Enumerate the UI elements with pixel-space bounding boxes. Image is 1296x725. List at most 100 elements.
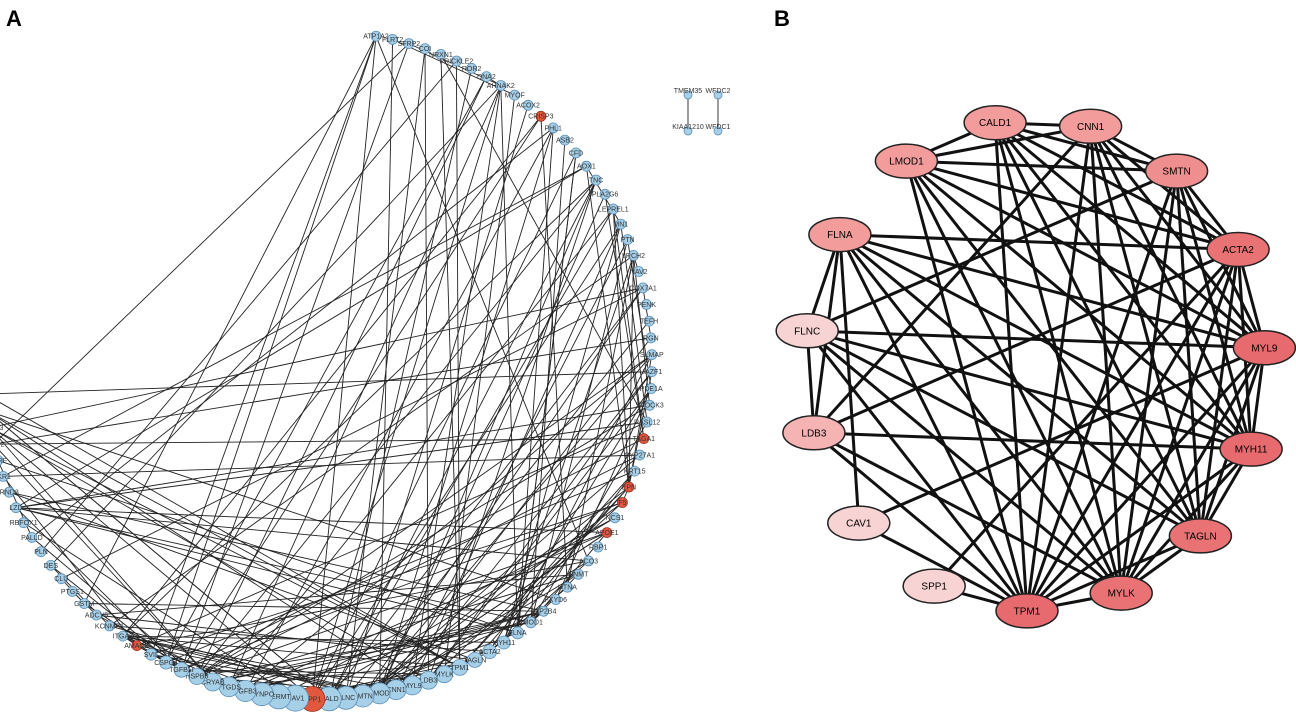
node-cav1: CAV1 — [827, 505, 891, 541]
node-rbp1: RBP1 — [589, 541, 607, 553]
edge-tgfb1i-f5 — [181, 502, 623, 671]
edge-cald-dpt — [0, 421, 330, 700]
node-label-cnn1: CNN1 — [387, 687, 406, 694]
node-ldb3: LDB3 — [782, 415, 846, 451]
edge-tpm1-cgr — [0, 402, 461, 668]
node-mylk: MYLK — [1089, 575, 1153, 611]
node-label-cav1: CAV1 — [287, 696, 305, 703]
node-svil: SVIL — [144, 648, 159, 661]
node-circle-kiaa1210 — [683, 126, 693, 136]
node-ellipse-tpm1 — [995, 593, 1059, 629]
node-circle-tefh — [643, 315, 655, 327]
node-coi: COI — [419, 43, 432, 54]
node-circle-tgfb1i — [173, 661, 190, 678]
node-circle-lrch2 — [628, 249, 639, 261]
node-label-cald: CALD — [320, 696, 339, 703]
node-spp1: SPP1 — [902, 568, 966, 604]
node-label-ror2: ROR2 — [462, 66, 482, 73]
node-label-dna2: DNA2 — [477, 74, 496, 81]
node-label-spock3: SPOCK3 — [635, 403, 664, 410]
edge-ncs1-spp1 — [312, 517, 616, 700]
edge-tpm1-flna — [838, 233, 1029, 612]
node-ellipse-myl9 — [1232, 330, 1296, 366]
edge-myl9-tpm1 — [1025, 346, 1266, 612]
node-ptrf: PTRF — [0, 455, 7, 466]
node-circle-cfd — [570, 147, 582, 159]
node-label-rbp1: RBP1 — [589, 544, 607, 551]
node-ellipse-flnc — [775, 313, 839, 349]
node-circle-taga1 — [638, 433, 650, 445]
node-leprel1: LEPREL1 — [598, 203, 629, 215]
node-label-tagln: TAGLN — [463, 657, 486, 664]
node-circle-pla2g6 — [599, 188, 611, 200]
node-acta2: ACTA2 — [1206, 231, 1270, 268]
edge-cnn1-acta2 — [1089, 125, 1240, 251]
edge-flnc-acox2 — [345, 105, 529, 698]
edge-cald1-acta2 — [994, 121, 1239, 251]
edge-sfrp2-magi2 — [0, 43, 410, 439]
node-label-flrt2: FLRT2 — [382, 37, 403, 44]
edge-cspg4-krt15 — [165, 470, 635, 663]
edge-itga5-smtn — [122, 635, 364, 697]
node-label-itga5: ITGA5 — [113, 634, 133, 641]
edge-aox1-lzd — [15, 165, 587, 509]
node-circle-itga5 — [117, 630, 129, 642]
node-label-gstm: GSTM — [74, 601, 94, 608]
edge-cald1-tagln — [993, 122, 1202, 537]
node-label-kcnmb1: KCNMB1 — [95, 623, 124, 630]
node-label-utna: UTNA — [558, 585, 577, 592]
node-circle-ikr1 — [0, 471, 9, 482]
node-label-mylk: MYLK — [1108, 589, 1136, 600]
edge-flna-ahnak2 — [500, 85, 519, 633]
node-label-rbfox1: RBFOX1 — [10, 520, 38, 527]
node-ikr1: IKR1 — [0, 471, 11, 482]
node-penk: PENK — [637, 298, 656, 310]
node-label-flna: FLNA — [509, 630, 527, 637]
edge-atp1a2-aco3 — [375, 35, 589, 562]
edge-myl9-cav1 — [858, 346, 1265, 525]
node-flna: FLNA — [808, 216, 872, 253]
edge-magi2-rgn — [0, 337, 651, 444]
edge-smtn-tpm1 — [1025, 170, 1179, 612]
node-label-acta2: ACTA2 — [1222, 245, 1254, 256]
edge-cnn1-lmod1 — [906, 124, 1091, 163]
node-lmod1: LMOD1 — [519, 616, 543, 629]
node-rnd3: RND3 — [0, 486, 19, 498]
node-tpm1: TPM1 — [450, 659, 469, 676]
node-label-flnc: FLNC — [794, 326, 820, 337]
node-circle-palld — [26, 532, 38, 543]
node-label-coi: COI — [419, 46, 432, 53]
edge-mylk-myof — [443, 95, 516, 675]
edge-leprel1-epn — [612, 208, 630, 488]
node-circle-utna — [562, 581, 573, 593]
edge-jazf1-ldb3 — [428, 371, 653, 681]
edge-tpm1-krt15 — [459, 470, 636, 668]
node-lmod1: LMOD1 — [874, 143, 939, 179]
node-label-tpm1: TPM1 — [450, 665, 469, 672]
edge-cnn1-ldb3 — [812, 125, 1092, 434]
node-phl1: PHL1 — [544, 122, 562, 134]
node-pln: PLN — [34, 546, 48, 558]
node-circle-tnc — [590, 174, 602, 186]
edge-myl9-flna — [839, 233, 1265, 350]
node-circle-ahnak2 — [495, 80, 507, 91]
edge-flna-ptrf — [0, 460, 518, 634]
node-ptgs1: PTGS1 — [61, 586, 84, 597]
edge-lmod-phl1 — [379, 127, 554, 694]
node-label-cnn1: CNN1 — [1077, 122, 1105, 133]
edge-cald1-myh11 — [993, 121, 1253, 451]
node-wfdc2: WFDC2 — [706, 88, 731, 100]
edge-cnn1-tpm1 — [1025, 126, 1093, 612]
node-circle-lzd — [10, 502, 22, 514]
node-circle-cryab — [203, 672, 223, 692]
node-smtn: SMTN — [1144, 153, 1209, 189]
edge-lmod-tnc — [379, 179, 597, 694]
node-magi2: MAGI2 — [0, 442, 4, 449]
node-circle-ptrf — [0, 455, 4, 466]
node-circle-aox1 — [581, 160, 592, 172]
node-circle-pde1a — [645, 383, 657, 394]
node-myh11: MYH11 — [1219, 431, 1283, 467]
node-label-ptgs1: PTGS1 — [61, 589, 84, 596]
node-circle-wfdc1 — [713, 126, 723, 136]
node-label-wfdc1: WFDC1 — [706, 124, 731, 131]
